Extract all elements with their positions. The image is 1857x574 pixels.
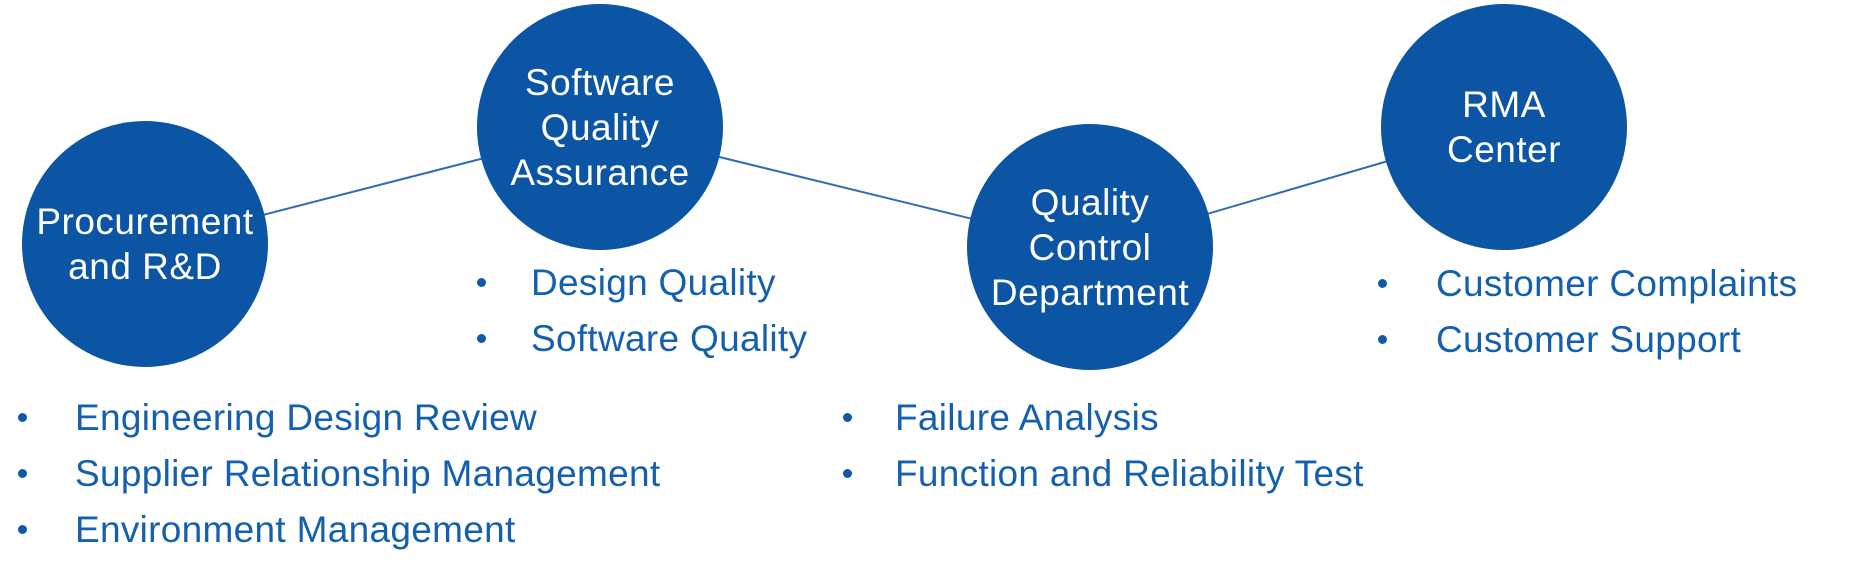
list-item: Function and Reliability Test [843, 451, 1364, 496]
list-item-text: Customer Support [1436, 318, 1742, 360]
list-item: Failure Analysis [843, 395, 1364, 440]
bullet-icon [18, 469, 27, 478]
list-item: Environment Management [18, 507, 661, 552]
bullet-icon [1378, 279, 1387, 288]
list-item-text: Customer Complaints [1436, 262, 1798, 304]
list-item-text: Software Quality [531, 317, 808, 359]
list-rma: Customer Complaints Customer Support [1378, 261, 1797, 373]
list-item: Customer Support [1378, 317, 1797, 362]
list-item-text: Environment Management [75, 508, 516, 550]
node-rma-center: RMA Center [1381, 4, 1627, 250]
node-software-quality-assurance-label: Software Quality Assurance [510, 61, 690, 193]
node-rma-center-label: RMA Center [1446, 84, 1562, 170]
node-software-quality-assurance: Software Quality Assurance [477, 4, 723, 250]
list-item-text: Design Quality [531, 261, 776, 303]
list-item: Customer Complaints [1378, 261, 1797, 306]
list-procurement: Engineering Design Review Supplier Relat… [18, 395, 661, 563]
bullet-icon [477, 278, 486, 287]
list-item: Design Quality [477, 260, 807, 305]
list-item-text: Supplier Relationship Management [75, 452, 661, 494]
bullet-icon [843, 413, 852, 422]
list-item-text: Engineering Design Review [75, 396, 538, 438]
list-quality-control: Failure Analysis Function and Reliabilit… [843, 395, 1364, 507]
node-quality-control-department: Quality Control Department [967, 124, 1213, 370]
node-procurement-rnd-label: Procurement and R&D [36, 201, 254, 287]
bullet-icon [477, 334, 486, 343]
list-item-text: Failure Analysis [895, 396, 1159, 438]
bullet-icon [1378, 335, 1387, 344]
list-item: Engineering Design Review [18, 395, 661, 440]
list-software-quality-assurance: Design Quality Software Quality [477, 260, 807, 372]
node-procurement-rnd: Procurement and R&D [22, 121, 268, 367]
list-item-text: Function and Reliability Test [895, 452, 1364, 494]
list-item: Software Quality [477, 316, 807, 361]
node-quality-control-department-label: Quality Control Department [990, 181, 1190, 313]
list-item: Supplier Relationship Management [18, 451, 661, 496]
bullet-icon [843, 469, 852, 478]
bullet-icon [18, 413, 27, 422]
bullet-icon [18, 525, 27, 534]
